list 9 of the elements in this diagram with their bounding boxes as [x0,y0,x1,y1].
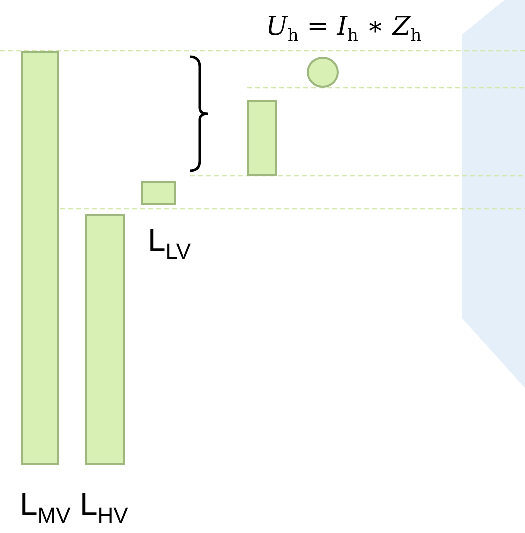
bar-shape [247,100,277,176]
bar-shape [85,214,125,465]
bar-shape [141,181,176,205]
bar-shape [21,51,59,465]
bar-label: L$_{LV}$ [148,222,192,266]
formula: U$_{h}$ = I$_{h}$ ∗ Z$_{h}$ [266,12,422,46]
circle-shape [307,57,339,88]
bar-label: L$_{HV}$ [80,486,128,530]
bar-label: L$_{MV}$ [20,486,71,530]
